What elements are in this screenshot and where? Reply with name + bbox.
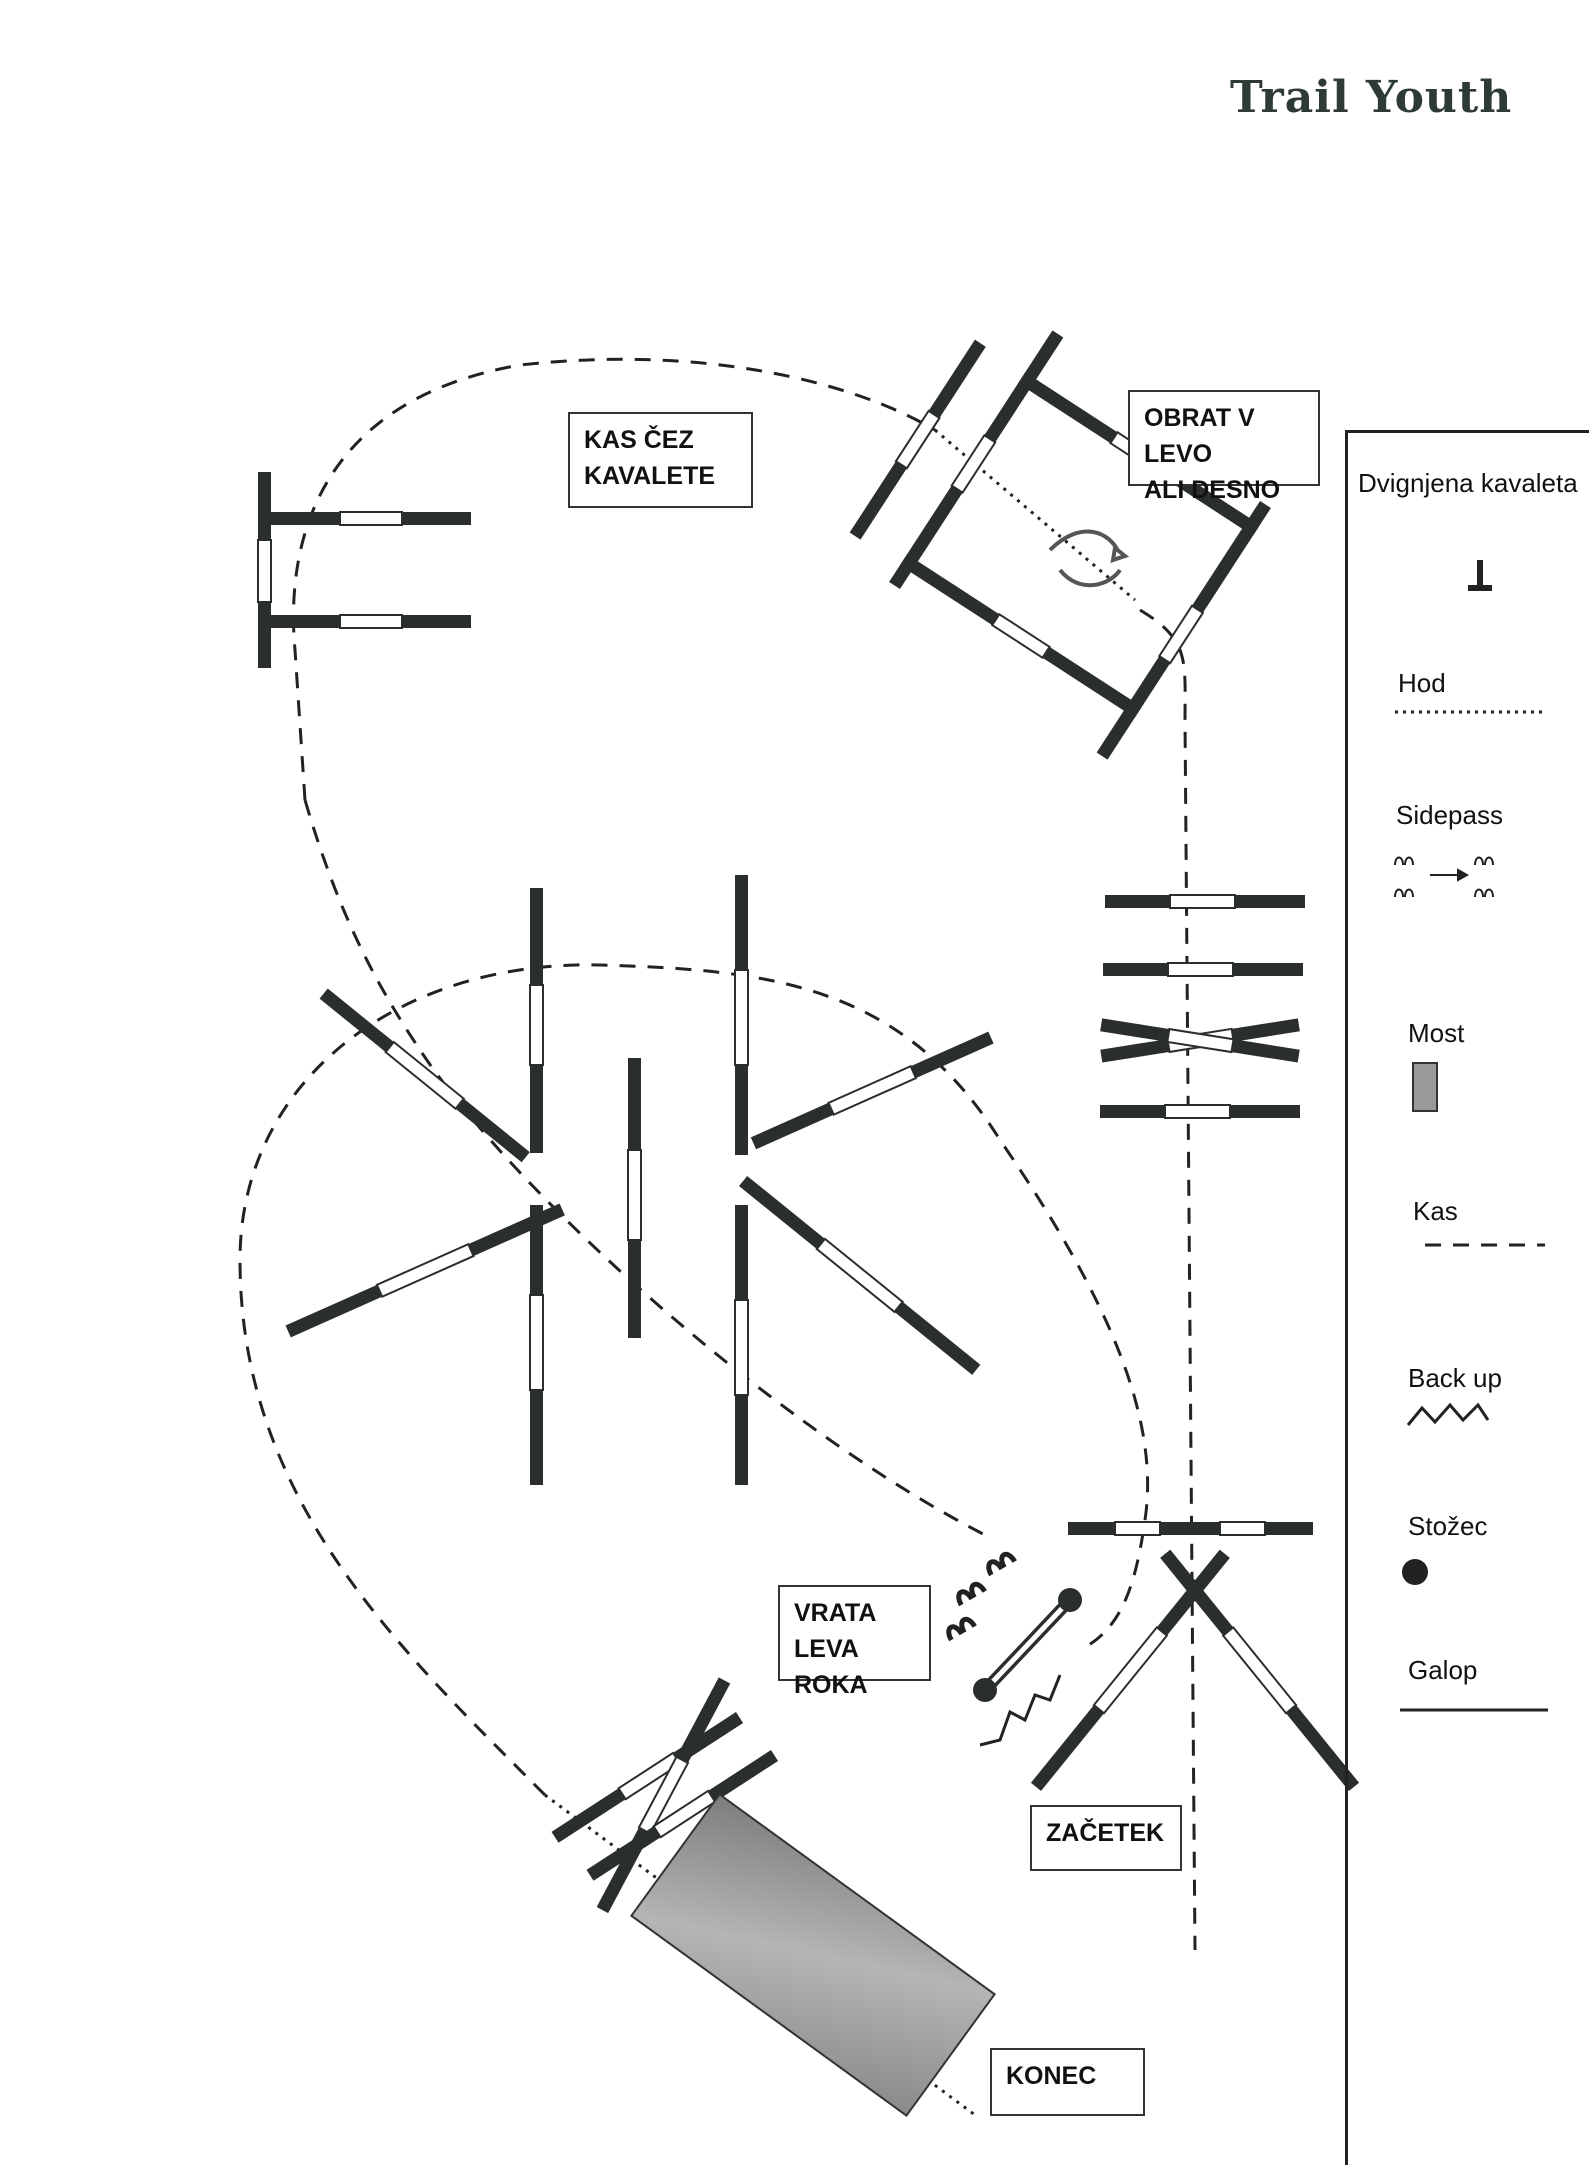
gate-post-dot	[1058, 1588, 1082, 1612]
trot-path-top-loop	[291, 357, 936, 801]
cavaletti-post-white	[257, 539, 272, 603]
cone-dot-icon	[1402, 1559, 1428, 1585]
legend-label: Hod	[1398, 668, 1446, 698]
cavaletti-obstacle	[257, 472, 471, 668]
trot-path-right-side	[1139, 608, 1197, 1951]
walk-path-top	[934, 428, 1136, 602]
legend-label: Kas	[1413, 1196, 1458, 1226]
hoofprints-icon	[946, 1551, 1017, 1642]
trot-path	[238, 357, 1197, 1951]
legend-icons	[1394, 560, 1548, 1712]
turn-box-obstacle	[849, 330, 1271, 760]
bridge-rectangle-icon	[1412, 1062, 1438, 1112]
legend-label: Dvignjena kavaleta	[1358, 468, 1578, 498]
label-kas-cez-kavalete: KAS ČEZ KAVALETE	[568, 412, 753, 508]
trot-path-diagonal	[303, 799, 986, 1537]
legend-label: Sidepass	[1396, 800, 1503, 830]
cavaletti-pole-white	[339, 614, 403, 629]
label-zacetek: ZAČETEK	[1030, 1805, 1182, 1871]
z-poles-obstacle	[551, 1677, 779, 1914]
label-obrat: OBRAT V LEVO ALI DESNO	[1128, 390, 1320, 504]
legend-label: Galop	[1408, 1655, 1478, 1685]
raised-cavaletti-icon	[1468, 560, 1492, 591]
trot-path-left-loop	[238, 963, 1150, 1797]
gate-obstacle	[973, 1588, 1082, 1702]
hoofprints-arrow-icon	[1394, 856, 1494, 898]
legend-label: Back up	[1408, 1363, 1502, 1393]
gate-post-dot	[973, 1678, 997, 1702]
start-poles	[1030, 1521, 1360, 1791]
backup-zigzag	[979, 1674, 1062, 1747]
turn-arrows-icon	[1048, 529, 1130, 588]
cavaletti-pole-white	[339, 511, 403, 526]
legend-panel: Dvignjena kavaleta Hod Sidepass Most Kas…	[1345, 430, 1589, 2165]
page-title: Trail Youth	[1230, 72, 1513, 123]
label-konec: KONEC	[990, 2048, 1145, 2116]
walk-path	[544, 428, 1136, 2117]
label-vrata: VRATA LEVA ROKA	[778, 1585, 931, 1699]
zigzag-icon	[1406, 1402, 1490, 1426]
legend-label: Most	[1408, 1018, 1465, 1048]
bridge-obstacle	[629, 1793, 997, 2117]
legend-label: Stožec	[1408, 1511, 1488, 1541]
pole-star-obstacle	[285, 875, 994, 1485]
walk-over-poles	[1100, 894, 1305, 1119]
